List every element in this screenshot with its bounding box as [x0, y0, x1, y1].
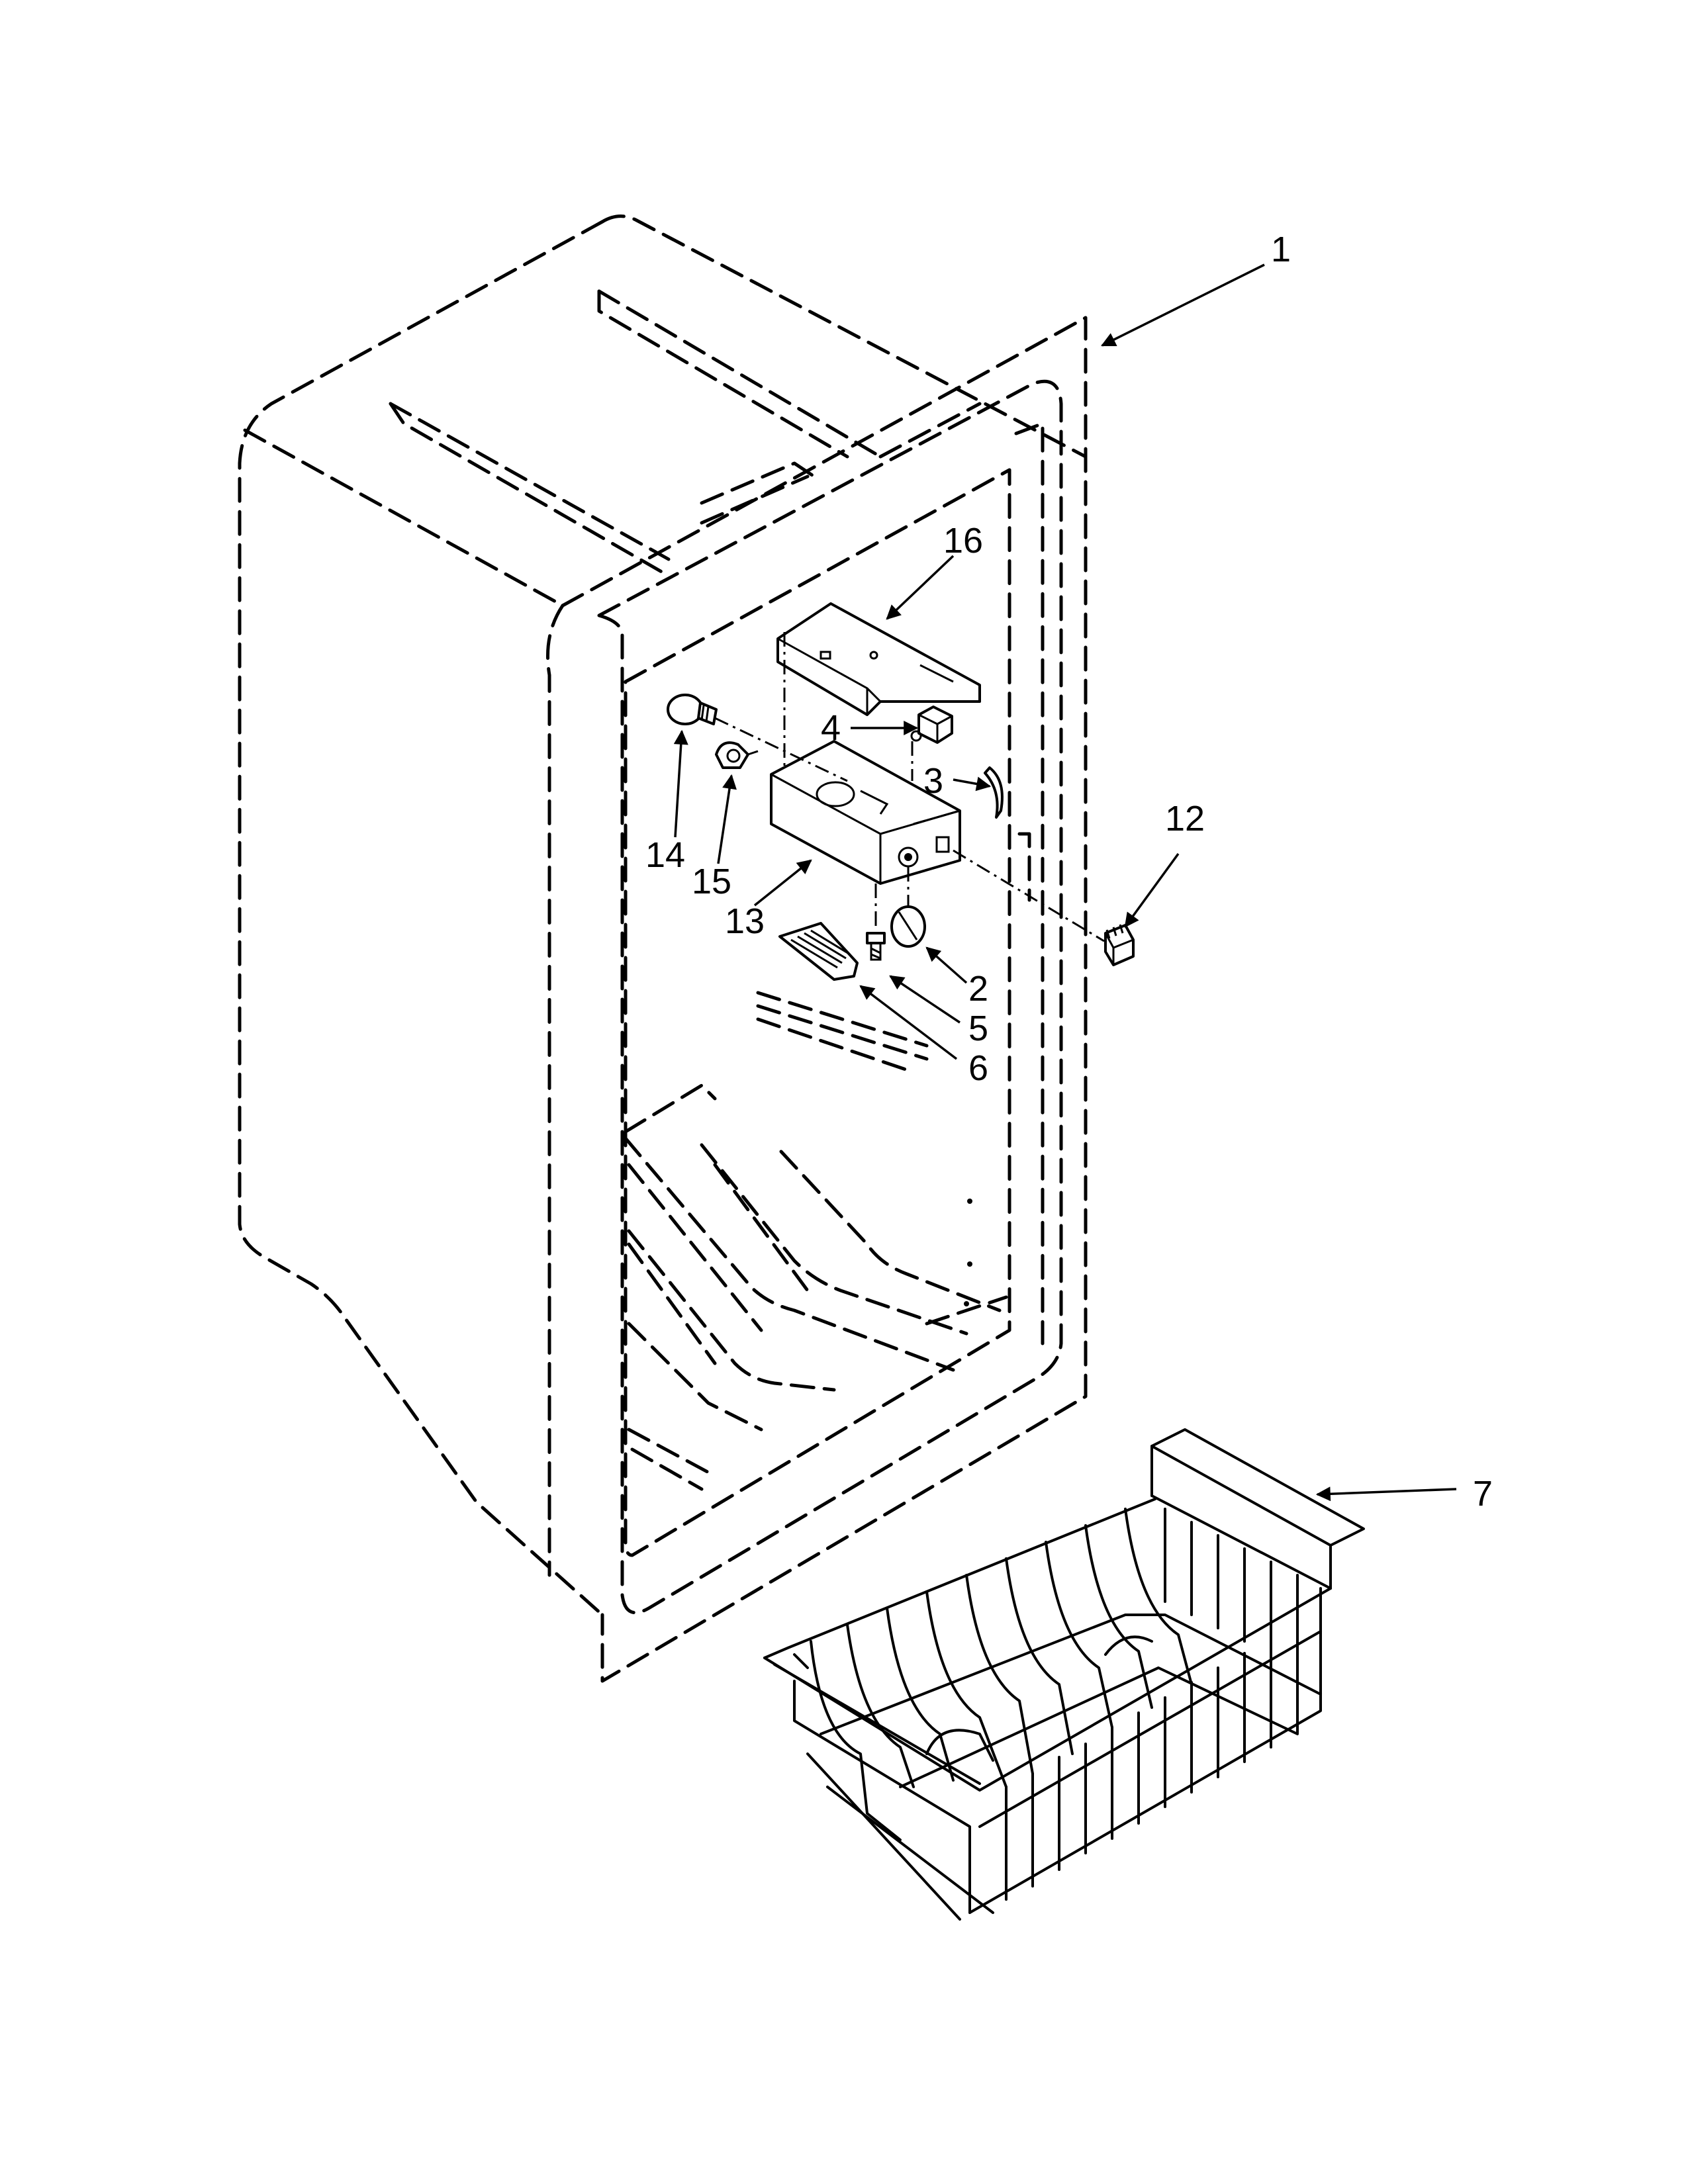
light-shield	[778, 922, 859, 981]
callout-leaders	[673, 263, 1457, 1502]
callout-label-1: 1	[1271, 230, 1291, 269]
leader-6	[859, 985, 958, 1060]
callout-label-12: 12	[1165, 799, 1205, 839]
callout-label-16: 16	[943, 521, 983, 561]
freezer-cabinet-liner	[238, 214, 1088, 1683]
callout-label-4: 4	[821, 708, 841, 748]
leader-16	[886, 555, 955, 620]
control-housing-cover	[776, 602, 981, 716]
callout-label-6: 6	[968, 1048, 988, 1088]
light-socket	[715, 741, 759, 769]
assembly-lines	[714, 632, 1105, 942]
capillary-tube	[984, 766, 1004, 819]
callout-label-2: 2	[968, 969, 988, 1009]
control-knob	[890, 905, 926, 948]
leader-3	[953, 776, 992, 792]
thermostat	[910, 705, 953, 744]
leader-2	[925, 946, 968, 984]
callout-label-15: 15	[692, 862, 731, 901]
callout-label-14: 14	[645, 835, 685, 875]
callout-label-13: 13	[725, 901, 765, 941]
callout-label-3: 3	[923, 761, 943, 801]
leader-12	[1124, 852, 1180, 928]
leader-5	[889, 975, 961, 1024]
leader-15	[717, 774, 737, 864]
wire-basket	[763, 1428, 1365, 1921]
leader-1	[1101, 263, 1265, 347]
wire-clip	[1104, 924, 1135, 966]
light-bulb	[667, 694, 718, 725]
callout-label-5: 5	[968, 1009, 988, 1048]
leader-7	[1315, 1486, 1457, 1502]
control-housing	[770, 740, 961, 885]
leader-13	[753, 859, 812, 907]
callout-label-7: 7	[1473, 1474, 1493, 1514]
screw	[866, 932, 886, 961]
callout-labels: 1 16 4 3 12 14 15 13 2 5 6 7	[645, 230, 1493, 1514]
leader-14	[673, 729, 688, 838]
